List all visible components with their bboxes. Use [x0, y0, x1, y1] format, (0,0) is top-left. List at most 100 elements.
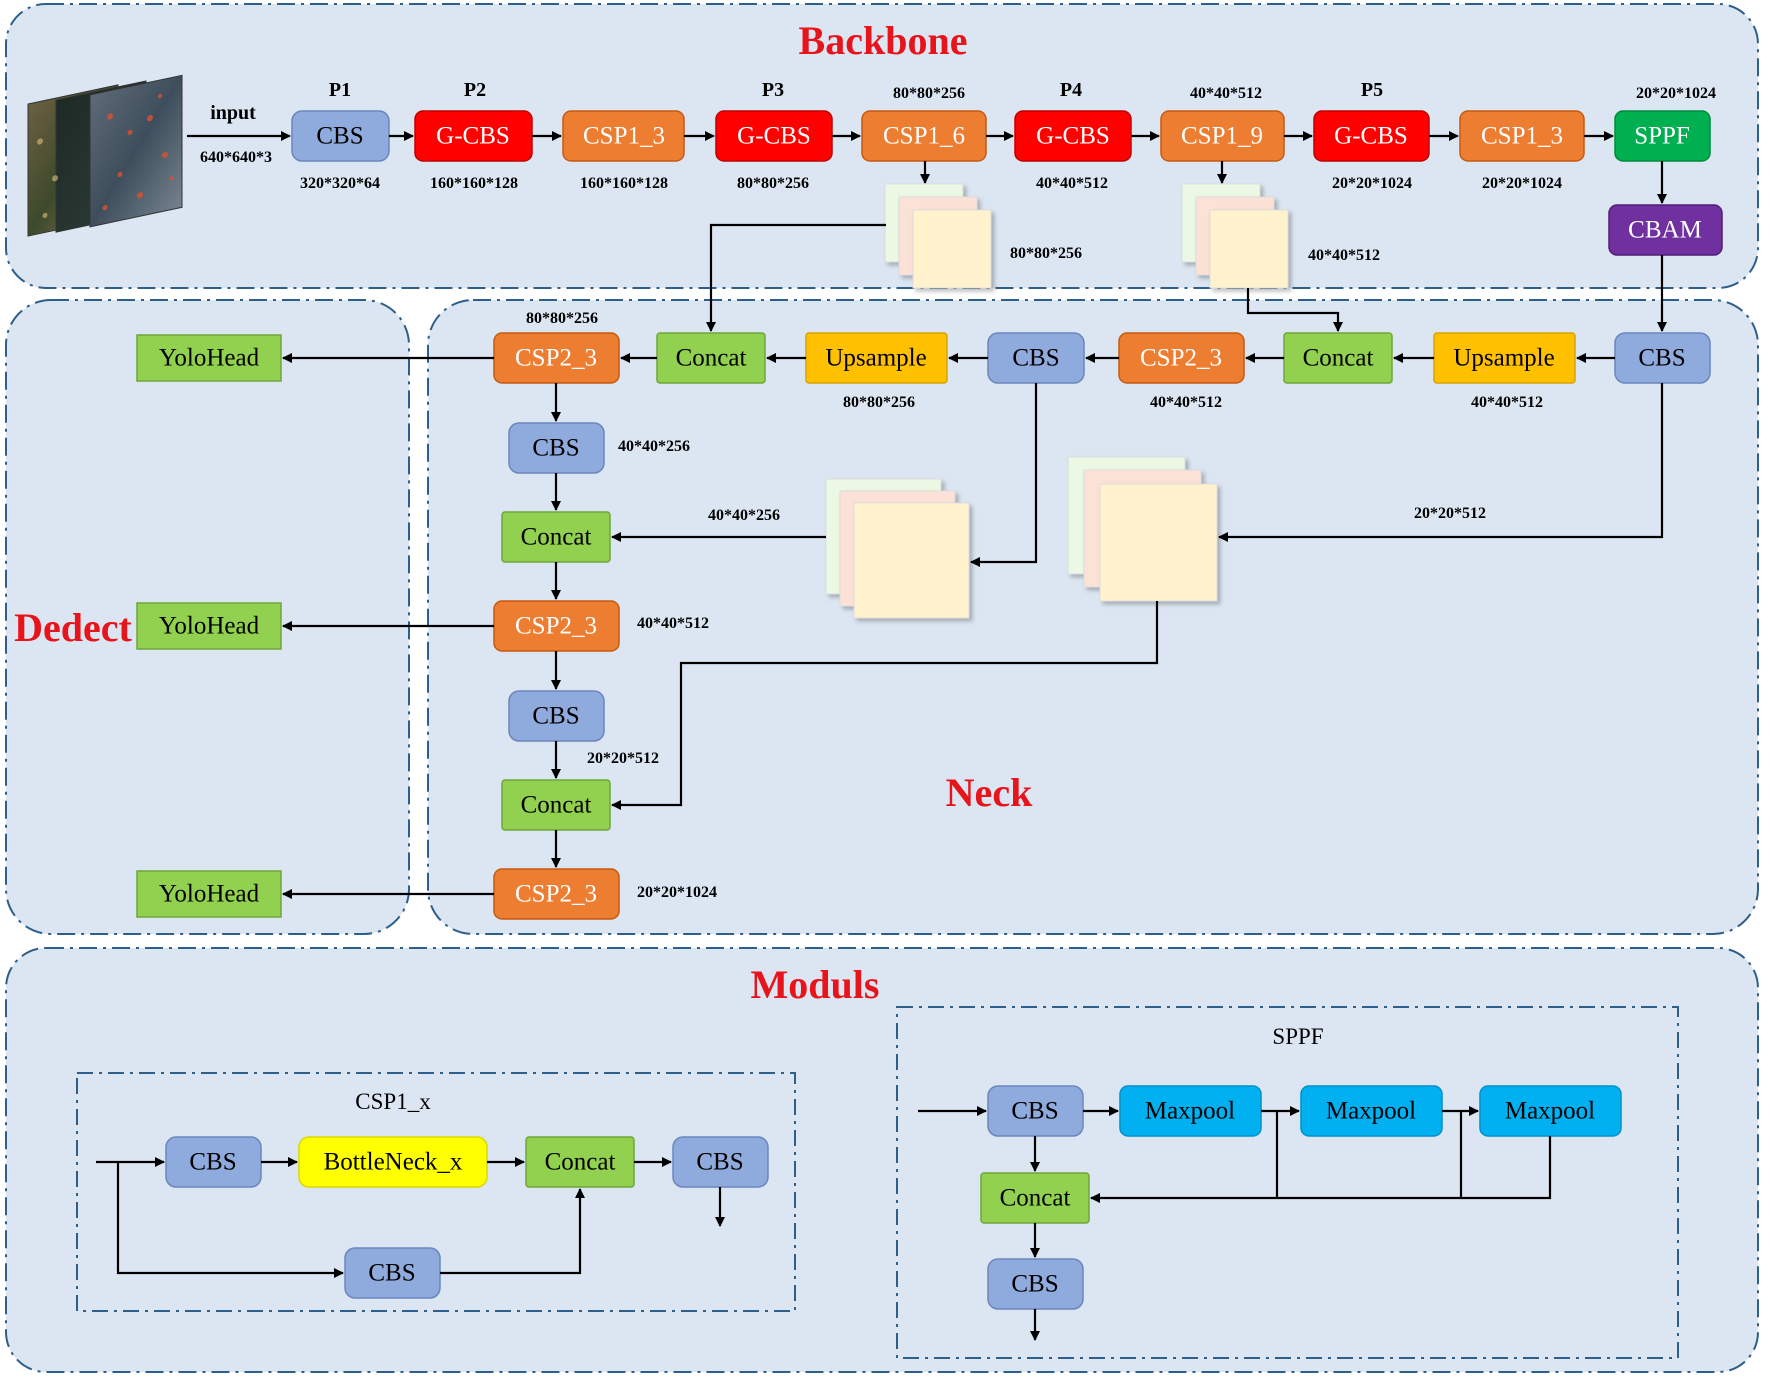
neck-cbs2-block: CBS	[987, 332, 1085, 384]
bb-gcbs3-label: G-CBS	[1036, 123, 1110, 150]
dim-p2: 160*160*128	[430, 175, 518, 192]
dedect-title: Dedect	[14, 605, 132, 650]
neck-upsample2-block: Upsample	[805, 332, 948, 384]
neck-csp23b-label: CSP2_3	[515, 345, 597, 372]
sppf-maxpool3: Maxpool	[1479, 1085, 1622, 1137]
csp1x-cbs-out: CBS	[672, 1136, 769, 1188]
neck-cbs1-block: CBS	[1614, 332, 1711, 384]
bb-gcbs1-label: G-CBS	[436, 123, 510, 150]
bb-csp19-block: CSP1_9	[1160, 110, 1285, 162]
neck-csp23a-block: CSP2_3	[1118, 332, 1245, 384]
p2-label: P2	[464, 79, 486, 101]
neck-title: Neck	[946, 770, 1033, 815]
csp1x-bottleneck: BottleNeck_x	[298, 1136, 488, 1188]
bb-gcbs4-label: G-CBS	[1334, 123, 1408, 150]
neck-upsample1-block: Upsample	[1433, 332, 1576, 384]
sppf-maxpool3-label: Maxpool	[1505, 1098, 1595, 1125]
sppf-maxpool1: Maxpool	[1119, 1085, 1262, 1137]
neck-cbs4-block: CBS	[508, 690, 605, 742]
feature-dim-40: 40*40*512	[1308, 247, 1380, 264]
p5-label: P5	[1361, 79, 1383, 101]
csp1x-cbs-in-label: CBS	[189, 1149, 236, 1176]
bb-sppf-label: SPPF	[1634, 123, 1690, 150]
neck-csp23a-label: CSP2_3	[1140, 345, 1222, 372]
edge-cbs1-stack	[1218, 383, 1664, 542]
input-label: input	[210, 102, 256, 124]
edge-csp-bypass-out	[440, 1188, 585, 1275]
bb-cbs-block: CBS	[291, 110, 390, 162]
csp1x-concat: Concat	[525, 1136, 635, 1188]
bb-gcbs2-block: G-CBS	[715, 110, 833, 162]
bb-gcbs4-block: G-CBS	[1313, 110, 1430, 162]
edge-feat40-concat1	[1246, 288, 1343, 332]
neck-csp23d-label: CSP2_3	[515, 881, 597, 908]
dim-upsample2: 80*80*256	[843, 394, 915, 411]
neck-concat4-label: Concat	[521, 792, 592, 819]
csp1x-cbs-out-label: CBS	[696, 1149, 743, 1176]
moduls-panel	[5, 947, 1759, 1373]
sppf-cbs-in-label: CBS	[1011, 1098, 1058, 1125]
neck-upsample1-label: Upsample	[1453, 345, 1554, 372]
input-image-stack	[27, 74, 183, 237]
csp1x-cbs-bypass: CBS	[344, 1247, 441, 1299]
bb-gcbs1-block: G-CBS	[414, 110, 533, 162]
neck-csp23b-block: CSP2_3	[493, 332, 620, 384]
moduls-title: Moduls	[751, 962, 880, 1007]
yolohead-1-label: YoloHead	[159, 345, 260, 372]
yolohead-1: YoloHead	[136, 334, 282, 382]
dim-csp23c: 40*40*512	[637, 615, 709, 632]
dim-p1: 320*320*64	[300, 175, 380, 192]
neck-stack-right	[1067, 456, 1218, 602]
dim-cbs3: 40*40*256	[618, 438, 690, 455]
feature-stack-40	[1181, 183, 1289, 289]
dim-csp13a: 160*160*128	[580, 175, 668, 192]
bb-cbam-block: CBAM	[1608, 204, 1723, 256]
dim-p5: 20*20*1024	[1332, 175, 1412, 192]
bb-csp13b-label: CSP1_3	[1481, 123, 1563, 150]
neck-concat2-label: Concat	[676, 345, 747, 372]
edge-csp-bypass-in	[116, 1162, 344, 1278]
input-dim: 640*640*3	[200, 149, 272, 166]
dim-cbs1-skip: 20*20*512	[1414, 505, 1486, 522]
neck-concat2-block: Concat	[656, 332, 766, 384]
bb-csp13a-label: CSP1_3	[583, 123, 665, 150]
yolohead-3-label: YoloHead	[159, 881, 260, 908]
p1-label: P1	[329, 79, 351, 101]
yolohead-2-label: YoloHead	[159, 613, 260, 640]
csp1x-title: CSP1_x	[355, 1089, 431, 1114]
neck-cbs3-block: CBS	[508, 422, 605, 474]
sppf-maxpool2-label: Maxpool	[1326, 1098, 1416, 1125]
neck-cbs1-label: CBS	[1638, 345, 1685, 372]
neck-concat3-label: Concat	[521, 524, 592, 551]
sppf-cbs-out: CBS	[987, 1258, 1084, 1310]
yolohead-2: YoloHead	[136, 602, 282, 650]
dim-sppf: 20*20*1024	[1636, 85, 1716, 102]
neck-panel	[427, 299, 1759, 935]
edge-cbs2-stack	[970, 383, 1038, 567]
p4-label: P4	[1060, 79, 1082, 101]
sppf-title: SPPF	[1272, 1024, 1323, 1049]
edge-feat80-concat2	[706, 223, 886, 332]
csp1x-cbs-in: CBS	[165, 1136, 262, 1188]
csp1x-module-box	[76, 1072, 796, 1312]
sppf-cbs-in: CBS	[987, 1085, 1084, 1137]
bb-gcbs2-label: G-CBS	[737, 123, 811, 150]
yolohead-3: YoloHead	[136, 870, 282, 918]
csp1x-cbs-bypass-label: CBS	[368, 1260, 415, 1287]
sppf-maxpool2: Maxpool	[1300, 1085, 1443, 1137]
dim-csp13b: 20*20*1024	[1482, 175, 1562, 192]
p3-label: P3	[762, 79, 784, 101]
backbone-title: Backbone	[799, 18, 968, 63]
bb-csp13a-block: CSP1_3	[562, 110, 685, 162]
dim-p3: 80*80*256	[737, 175, 809, 192]
sppf-cbs-out-label: CBS	[1011, 1271, 1058, 1298]
csp1x-bottleneck-label: BottleNeck_x	[324, 1149, 463, 1176]
dim-csp23d: 20*20*1024	[637, 884, 717, 901]
sppf-maxpool1-label: Maxpool	[1145, 1098, 1235, 1125]
csp1x-concat-label: Concat	[545, 1149, 616, 1176]
dim-csp23a: 40*40*512	[1150, 394, 1222, 411]
neck-csp23d-block: CSP2_3	[493, 868, 620, 920]
dim-csp23b: 80*80*256	[526, 310, 598, 327]
feature-stack-80	[884, 183, 992, 289]
dim-cbs4: 20*20*512	[587, 750, 659, 767]
